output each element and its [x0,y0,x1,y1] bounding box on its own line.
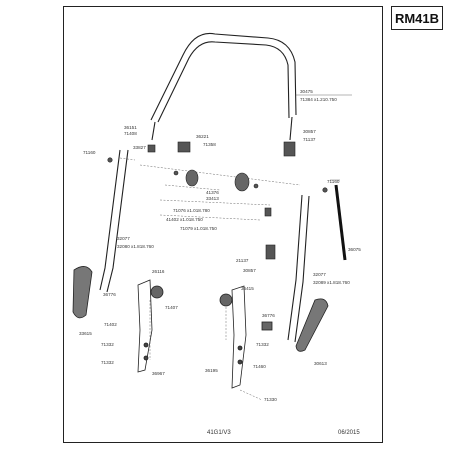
label-bolt-ref-1: 71076 x1.018.780 [173,208,210,213]
label-center-block-a: 36221 [196,134,209,139]
label-bolt-ref-3: 71079 x1.018.750 [180,226,217,231]
label-lp-1: 26116 [152,269,165,274]
label-cable: 36075 [348,247,361,252]
control-cable [334,184,347,261]
right-screw [322,187,328,193]
label-clip-left-c: 33827 [133,145,146,150]
drawing-frame [63,6,383,443]
right-knob [234,172,250,192]
label-lp-3: 71402 [104,322,117,327]
label-center-block-b: 71358 [203,142,216,147]
model-code: RM41B [394,10,440,26]
right-cover [295,298,329,352]
leader-lines [119,94,352,401]
label-right-screw: 71160 [327,179,340,184]
label-clip-left-b: 71408 [124,131,137,136]
left-cover [72,266,93,319]
center-clip-block [177,141,191,153]
label-knob-b: 33413 [206,196,219,201]
model-code-box: RM41B [391,6,443,30]
label-mid-b: 30857 [243,268,256,273]
label-upper-handle-ref: 71384 x1.210.750 [300,97,337,102]
label-bolt-ref-2: 41402 x1.018.750 [166,217,203,222]
label-mid-a: 21137 [236,258,249,263]
label-rp-5: 36195 [205,368,218,373]
label-left-tube-a: 32077 [117,236,130,241]
label-right-block-a: 30857 [303,129,316,134]
label-left-cover: 33615 [79,331,92,336]
label-rp-2: 36776 [262,313,275,318]
label-rp-6: 71330 [264,397,277,402]
washer-right [253,183,259,189]
label-lp-5: 71332 [101,342,114,347]
bolt-head [264,207,272,217]
label-left-tube-b: 32080 x1.818.760 [117,244,154,249]
label-upper-handle-code: 30475 [300,89,313,94]
label-rp-4: 71460 [253,364,266,369]
label-right-tube-b: 32089 x1.818.760 [313,280,350,285]
drawing-date: 06/2015 [338,430,360,436]
label-lp-6: 71332 [101,360,114,365]
mid-clip-block [265,244,276,260]
upper-handle [150,32,297,141]
part-labels: 30475 71384 x1.210.750 36151 71408 33827… [79,89,361,402]
drawing-code: 41G1/V3 [207,430,231,436]
left-lower-tube [99,149,129,293]
label-right-block-b: 71137 [303,137,316,142]
label-left-screw: 71160 [83,150,96,155]
label-right-tube-a: 32077 [313,272,326,277]
right-adjust-plate [219,285,273,389]
left-adjust-plate [137,279,164,373]
washer [173,170,179,176]
small-parts [107,141,328,260]
right-clip-block [283,141,296,157]
left-clip [147,144,156,153]
left-knob [185,169,199,187]
label-rp-1: 36415 [241,286,254,291]
label-clip-left-a: 36151 [124,125,137,130]
label-rp-3: 71332 [256,342,269,347]
left-screw [107,157,113,163]
right-lower-tube [287,194,310,343]
label-lp-2: 36776 [103,292,116,297]
label-right-cover: 30613 [314,361,327,366]
label-knob-a: 41376 [206,190,219,195]
label-lp-4: 71407 [165,305,178,310]
label-lp-7: 36967 [152,371,165,376]
